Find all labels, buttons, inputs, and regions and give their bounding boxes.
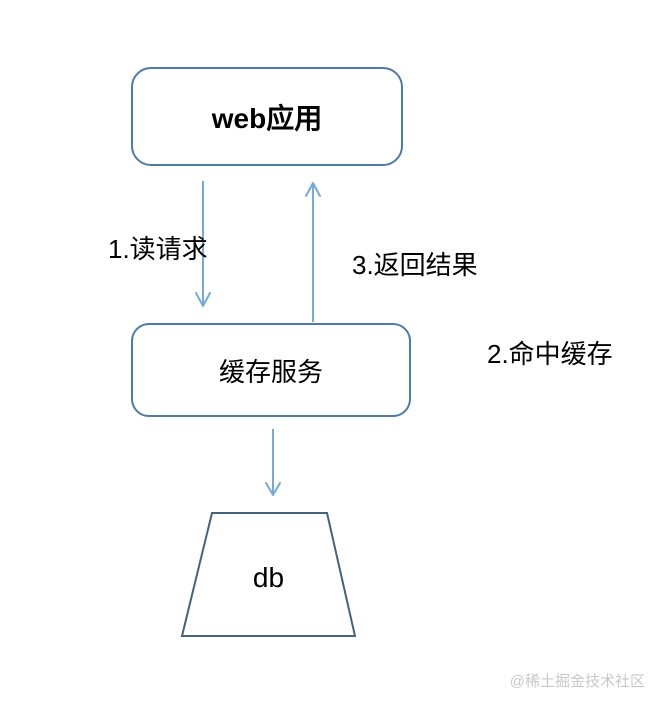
node-web-app-label: web应用 <box>211 102 323 134</box>
arrow-read-request <box>195 181 211 307</box>
arrow-cache-to-db <box>265 429 281 496</box>
node-cache-service: 缓存服务 <box>131 323 411 417</box>
node-cache-service-label: 缓存服务 <box>218 357 323 387</box>
node-db-label: db <box>252 561 285 593</box>
arrow-return-result <box>305 182 321 322</box>
node-web-app: web应用 <box>131 67 403 166</box>
edge-label-cache-hit: 2.命中缓存 <box>487 339 613 369</box>
edge-label-return-result: 3.返回结果 <box>352 250 478 280</box>
db-trapezoid-shape <box>180 512 357 637</box>
watermark-text: @稀土掘金技术社区 <box>509 673 645 690</box>
edge-label-read-request: 1.读请求 <box>108 234 208 264</box>
